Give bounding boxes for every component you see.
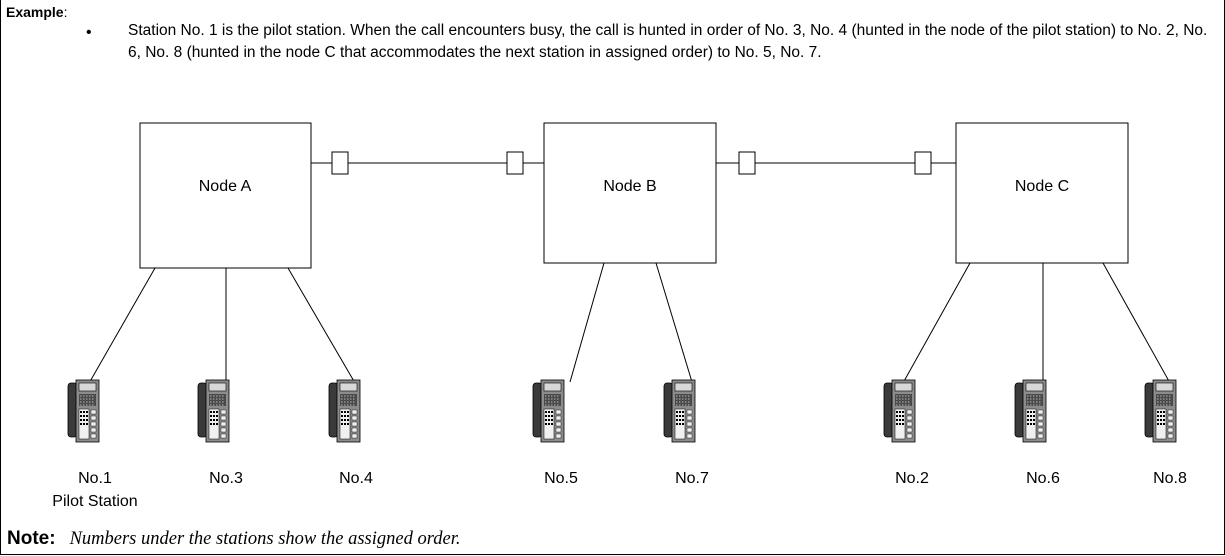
station-label-no6: No.6 <box>1026 470 1060 487</box>
phone-icon <box>1144 379 1177 443</box>
station-label-no4: No.4 <box>339 470 373 487</box>
interface-card-a <box>331 151 349 175</box>
phone-icon <box>67 379 100 443</box>
line-no7 <box>655 262 693 383</box>
example-heading: Example: <box>6 4 67 20</box>
phone-icon <box>663 379 696 443</box>
note: Note: Numbers under the stations show the… <box>7 528 460 550</box>
node-c-box <box>955 122 1129 264</box>
line-no8 <box>1102 262 1171 384</box>
note-label: Note: <box>7 528 56 549</box>
station-label-no3: No.3 <box>209 470 243 487</box>
interface-card-b-right <box>738 151 756 175</box>
station-label-no5: No.5 <box>544 470 578 487</box>
pilot-station-label: Pilot Station <box>52 493 137 510</box>
note-text: Numbers under the stations show the assi… <box>69 529 461 549</box>
line-no1 <box>87 267 156 386</box>
node-b-box <box>543 122 717 264</box>
bullet-icon: • <box>86 24 92 41</box>
interface-card-c <box>914 151 932 175</box>
phone-icon <box>883 379 916 443</box>
example-label: Example <box>6 4 64 20</box>
line-no2 <box>902 262 971 384</box>
phone-icon <box>197 379 230 443</box>
phone-icon <box>328 379 361 443</box>
station-label-no1: No.1 <box>78 470 112 487</box>
line-no5 <box>569 262 605 383</box>
interface-card-b-left <box>506 151 524 175</box>
node-a-label: Node A <box>199 178 252 195</box>
station-label-no8: No.8 <box>1153 470 1187 487</box>
station-label-no7: No.7 <box>675 470 709 487</box>
station-label-no2: No.2 <box>895 470 929 487</box>
node-b-label: Node B <box>603 178 656 195</box>
node-c-label: Node C <box>1015 178 1069 195</box>
example-colon: : <box>63 4 68 20</box>
node-a-box <box>139 122 312 269</box>
phone-icon <box>532 379 565 443</box>
phone-icon <box>1014 379 1047 443</box>
example-text: Station No. 1 is the pilot station. When… <box>128 22 1208 61</box>
line-no4 <box>287 267 356 384</box>
